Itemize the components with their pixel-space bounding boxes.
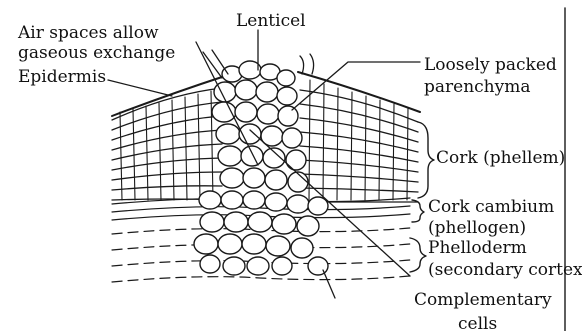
brace-phelloderm [410,238,426,272]
label-lenticel: Lenticel [236,11,306,31]
leader-epidermis [108,80,172,96]
epidermis-left-edge [112,76,225,116]
lenticel-cell [194,234,218,254]
epidermis-flap-right-2 [310,54,314,74]
cork-wall-right [337,88,338,200]
cork-row-left [112,102,222,130]
cork-wall-left [198,94,200,200]
lenticel-cell [266,236,290,256]
cork-row-left [112,172,222,180]
lenticel-cell [256,82,278,102]
cork-row-right [300,132,418,152]
label-complementary-line1: Complementary [414,290,552,310]
lenticel-cell [272,257,292,275]
lenticel-cell [223,257,245,275]
cork-row-right [300,118,418,142]
lenticel-cell [282,128,302,148]
lenticel-cell [297,216,319,236]
lenticel-cell [277,70,295,86]
lenticel-cell [218,234,242,254]
lenticel-cell [291,238,313,258]
lenticel-cell [243,168,265,188]
lenticel-cell [248,212,272,232]
lenticel-cell [308,197,328,215]
label-loosely-line2: parenchyma [424,77,530,97]
stray-line [323,270,335,298]
lenticel-cell [200,255,220,273]
label-epidermis: Epidermis [18,67,106,87]
lenticel-cell [212,102,236,122]
epidermis-flap-right [300,56,304,74]
cork-wall-right [323,84,324,200]
lenticel-cell [278,106,298,126]
cork-wall-right [407,108,408,200]
leader-loosely-packed [292,62,420,110]
label-cambium-line1: Cork cambium [428,197,554,217]
cork-row-left [112,158,222,170]
label-complementary-line2: cells [458,314,497,331]
cork-wall-left [185,97,187,200]
label-air-spaces-line2: gaseous exchange [18,43,175,63]
cork-wall-right [393,104,394,200]
cork-row-left [112,186,222,190]
lenticel-cell [241,146,263,166]
labels: Lenticel Air spaces allow gaseous exchan… [17,11,582,331]
lenticel-cell [216,124,240,144]
cork-wall-left [120,112,122,200]
cork-wall-left [159,103,161,200]
cork-row-right [300,146,418,162]
lenticel-cell [265,193,287,211]
cork-wall-left [172,100,174,200]
lenticel-cell [242,234,266,254]
brace-cambium [412,200,424,222]
cork-wall-right [365,96,366,200]
lenticel-cell [286,150,306,170]
lenticel-cell [200,212,224,232]
lenticel-cell [235,102,257,122]
lenticel-cell [287,195,309,213]
label-loosely-line1: Loosely packed [424,55,557,75]
label-air-spaces-line1: Air spaces allow [17,23,159,43]
complementary-cells [194,61,328,275]
lenticel-cell [235,80,257,100]
lenticel-cell [308,257,328,275]
lenticel-cell [224,212,248,232]
lenticel-cell [221,191,243,209]
brace-cork [418,122,434,198]
label-phelloderm-line1: Phelloderm [428,238,527,258]
lenticel-cell [218,146,242,166]
cork-row-left [112,144,222,160]
cork-row-right [300,174,418,182]
tissue-layer-line [112,276,410,282]
lenticel-cell [247,257,269,275]
lenticel-cell [257,104,279,124]
lenticel-cell [277,87,297,105]
label-phelloderm-line2: (secondary cortex) [428,260,582,280]
cork-wall-right [309,80,310,200]
lenticel-cell [272,214,296,234]
lenticel-cell [265,170,287,190]
label-cambium-line2: (phellogen) [428,218,526,238]
cork-row-right [300,160,418,172]
lenticel-cell [243,191,265,209]
cork-wall-right [351,92,352,200]
cork-row-left [112,130,222,150]
lenticel-cell [220,168,244,188]
lenticel-cell [288,172,308,192]
label-cork: Cork (phellem) [436,148,565,168]
lenticel-cell [263,148,285,168]
cork-row-right [300,104,418,132]
cork-wall-right [379,100,380,200]
epidermis-flap-left-2 [212,50,228,74]
lenticel-cell [199,191,221,209]
